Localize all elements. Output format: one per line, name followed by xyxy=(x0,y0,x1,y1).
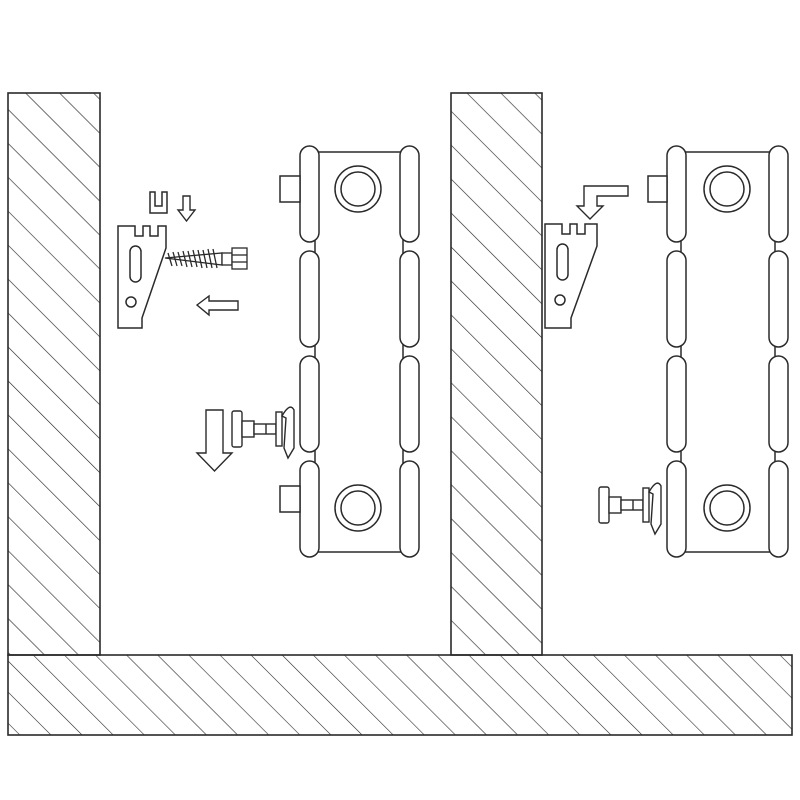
screw xyxy=(164,247,248,270)
radiator-port-top xyxy=(334,165,382,213)
bracket-clip xyxy=(149,191,168,214)
arrow-left xyxy=(195,294,239,317)
scene-after-installation xyxy=(450,92,789,656)
scene-before-installation xyxy=(7,92,420,656)
radiator-port-bottom-right xyxy=(703,484,751,532)
right-wall xyxy=(450,92,543,656)
floor-support xyxy=(231,406,295,460)
wall-bracket xyxy=(117,225,167,329)
radiator-left xyxy=(279,145,420,558)
radiator-port-top-right xyxy=(703,165,751,213)
floor-support-mounted xyxy=(598,482,662,536)
arrow-bent xyxy=(575,185,629,220)
wall-bracket-mounted xyxy=(544,223,598,329)
left-wall xyxy=(7,92,101,656)
arrow-down-large xyxy=(195,409,234,473)
arrow-down-small xyxy=(176,195,197,223)
radiator-port-bottom xyxy=(334,484,382,532)
floor xyxy=(7,654,793,736)
screw-thread xyxy=(167,248,218,269)
radiator-right xyxy=(647,145,789,558)
